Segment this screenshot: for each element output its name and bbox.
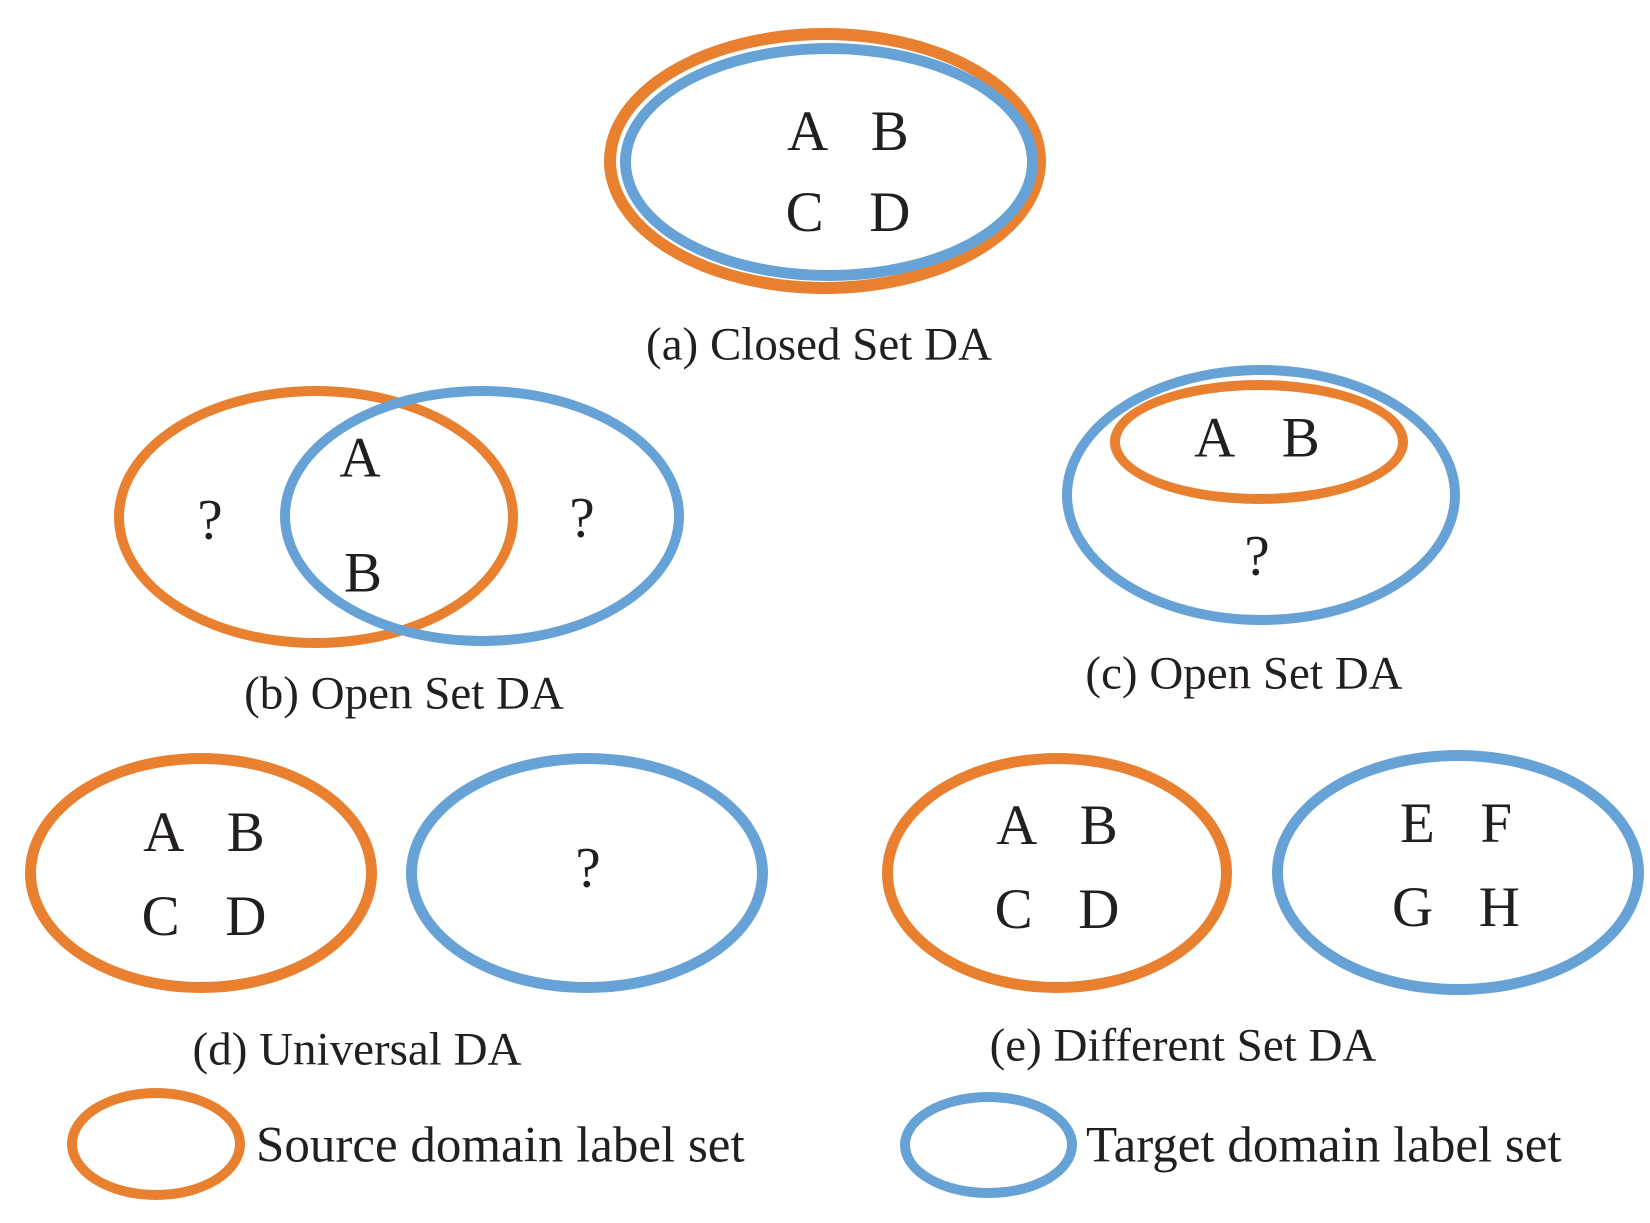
open-set-c-source-ellipse <box>1110 380 1408 504</box>
universal-da-source-row-2: C D <box>141 885 267 948</box>
different-set-da-source-row-1: A B <box>996 794 1118 857</box>
open-set-b-target-ellipse <box>280 386 684 646</box>
universal-da-caption: (d) Universal DA <box>192 1023 522 1076</box>
open-set-c-shared-labels: A B <box>1194 406 1320 470</box>
different-set-da-target-labels: E F G H <box>1392 782 1520 950</box>
different-set-da-target-row-2: G H <box>1392 876 1520 939</box>
different-set-da-source-row-2: C D <box>994 878 1120 941</box>
universal-da-target-unknown-mark: ? <box>575 836 601 900</box>
closed-set-caption: (a) Closed Set DA <box>646 318 992 371</box>
open-set-c-target-unknown-mark: ? <box>1244 524 1270 588</box>
closed-set-target-ellipse <box>620 43 1038 281</box>
universal-da-source-labels: A B C D <box>142 791 267 959</box>
open-set-b-shared-label-a: A <box>339 426 381 490</box>
open-set-b-source-unknown-mark: ? <box>197 488 223 552</box>
universal-da-target-ellipse <box>406 753 768 993</box>
different-set-da-source-labels: A B C D <box>995 784 1120 952</box>
open-set-b-caption: (b) Open Set DA <box>244 667 564 720</box>
open-set-b-target-unknown-mark: ? <box>569 486 595 550</box>
legend-target-label: Target domain label set <box>1086 1117 1562 1174</box>
open-set-b-shared-label-b: B <box>343 541 383 605</box>
different-set-da-target-ellipse <box>1272 750 1644 995</box>
different-set-da-caption: (e) Different Set DA <box>989 1019 1377 1072</box>
legend-source-swatch-ellipse <box>67 1088 245 1200</box>
legend-target-swatch-ellipse <box>900 1092 1077 1198</box>
different-set-da-source-ellipse <box>882 753 1232 993</box>
different-set-da-target-row-1: E F <box>1399 792 1513 855</box>
universal-da-source-ellipse <box>25 753 377 993</box>
legend-source-label: Source domain label set <box>256 1117 745 1174</box>
closed-set-shared-labels: A B C D <box>786 91 911 253</box>
open-set-c-target-ellipse <box>1062 365 1460 625</box>
universal-da-source-row-1: A B <box>143 801 265 864</box>
closed-set-label-row-1: A B <box>787 100 909 163</box>
closed-set-label-row-2: C D <box>785 181 911 244</box>
open-set-c-caption: (c) Open Set DA <box>1085 647 1403 700</box>
